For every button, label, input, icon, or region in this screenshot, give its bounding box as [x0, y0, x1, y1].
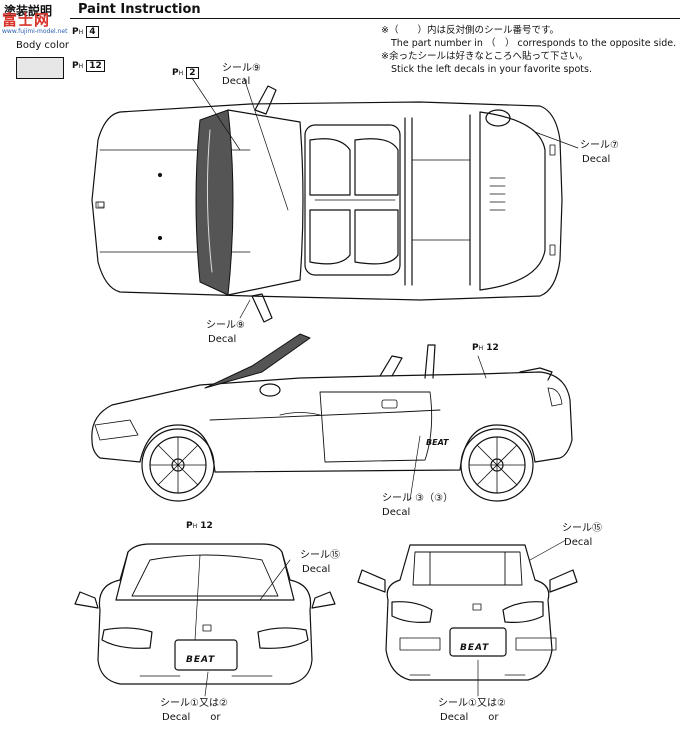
front-decal-en: Decal: [302, 564, 331, 575]
rear-decal-jp: シール⑮: [562, 523, 602, 534]
header-rule: [70, 18, 680, 19]
front-plate-decal-jp: シール①又は②: [160, 698, 228, 709]
side-beat-badge: BEAT: [426, 438, 449, 447]
front-plate-decal-en: Decal or: [162, 712, 221, 723]
watermark-logo-url: www.fujimi-model.net: [2, 28, 68, 35]
top-rear-decal-jp: シール⑦: [580, 140, 619, 151]
side-door-decal-en: Decal: [382, 507, 411, 518]
car-front-view: [74, 543, 336, 697]
note-jp-2: ※余ったシールは好きなところへ貼って下さい。: [381, 51, 588, 62]
side-rear-paint-code: PH 12: [472, 343, 499, 353]
note-en-1: The part number in （ ） corresponds to th…: [391, 38, 677, 49]
watermark-logo: 富士网 www.fujimi-model.net: [2, 13, 68, 37]
front-decal-jp: シール⑮: [300, 550, 340, 561]
top-rear-decal-en: Decal: [582, 154, 611, 165]
note-jp-1: ※（ ）内は反対側のシール番号です。: [381, 25, 560, 36]
watermark-logo-text: 富士网: [2, 11, 51, 29]
front-wheel: [141, 428, 215, 502]
top-bottom-decal-en: Decal: [208, 334, 237, 345]
page-title: Paint Instruction: [78, 2, 201, 17]
notes-block: ※（ ）内は反対側のシール番号です。 The part number in （ …: [381, 24, 676, 76]
car-side-view: [91, 333, 573, 502]
front-plate-text: BEAT: [186, 655, 216, 665]
note-en-2: Stick the left decals in your favorite s…: [391, 64, 592, 75]
top-bottom-decal-jp: シール⑨: [206, 320, 245, 331]
body-color-label: Body color: [16, 40, 70, 51]
top-windshield-paint-code: PH 2: [172, 67, 199, 79]
rear-decal-en: Decal: [564, 537, 593, 548]
body-color-swatch: [16, 57, 64, 79]
paint-code-1: PH 4: [72, 26, 99, 38]
car-rear-view: [357, 539, 578, 697]
car-top-view: [91, 77, 579, 323]
title-japanese: 塗装説明: [4, 4, 53, 18]
front-windshield-paint-code: PH 12: [186, 521, 213, 531]
rear-plate-decal-en: Decal or: [440, 712, 499, 723]
rear-plate-text: BEAT: [460, 643, 490, 653]
side-door-decal-jp: シール ③（③）: [382, 493, 454, 504]
rear-wheel: [460, 428, 534, 502]
top-windshield-decal-jp: シール⑨: [222, 63, 261, 74]
rear-plate-decal-jp: シール①又は②: [438, 698, 506, 709]
paint-code-2: PH 12: [72, 60, 105, 72]
top-windshield-decal-en: Decal: [222, 76, 251, 87]
